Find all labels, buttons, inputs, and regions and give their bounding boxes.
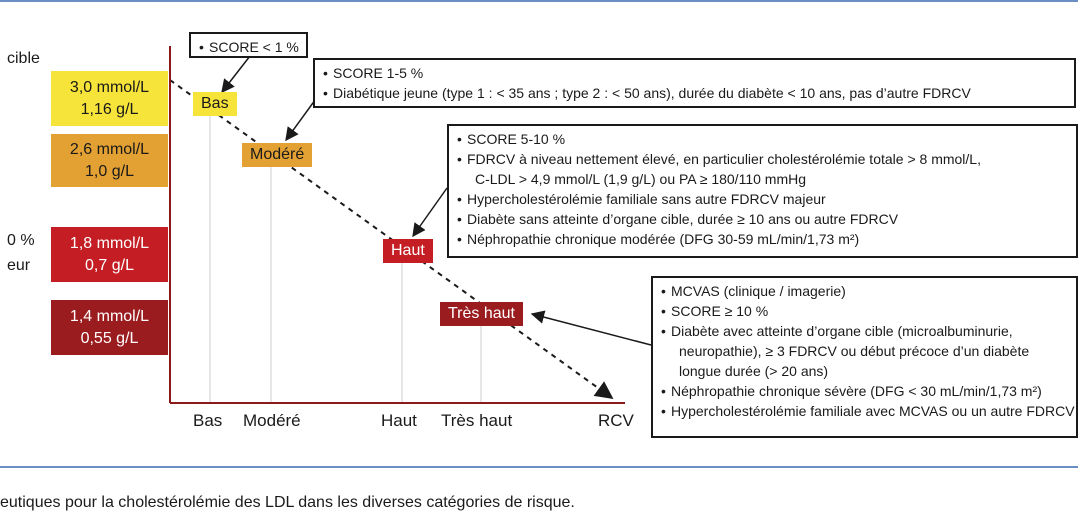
level-label-haut: Haut [383, 239, 433, 263]
callout-modere: SCORE 1-5 % Diabétique jeune (type 1 : <… [313, 58, 1076, 108]
level-label-tres-haut: Très haut [440, 302, 523, 326]
callout-item: Diabète avec atteinte d’organe cible (mi… [661, 321, 1068, 341]
callout-bas: SCORE < 1 % [189, 32, 308, 58]
target-mmol: 1,8 mmol/L [69, 234, 150, 252]
callout-item: Hypercholestérolémie familiale sans autr… [457, 189, 1068, 209]
target-gl: 1,16 g/L [80, 100, 139, 118]
figure-caption: eutiques pour la cholestérolémie des LDL… [0, 494, 575, 511]
callout-item: MCVAS (clinique / imagerie) [661, 281, 1068, 301]
callout-item: FDRCV à niveau nettement élevé, en parti… [457, 149, 1068, 169]
level-label-bas: Bas [193, 92, 237, 116]
callout-item: Néphropathie chronique modérée (DFG 30-5… [457, 229, 1068, 249]
arrow-haut [412, 187, 448, 238]
level-label-modere: Modéré [242, 143, 313, 167]
callout-item: SCORE 5-10 % [457, 129, 1068, 149]
target-gl: 0,55 g/L [80, 329, 139, 347]
bottom-rule [0, 466, 1078, 468]
target-gl: 1,0 g/L [85, 162, 134, 180]
callout-item: Hypercholestérolémie familiale avec MCVA… [661, 401, 1075, 421]
x-axis-label: RCV [598, 411, 634, 430]
callout-item-continued: longue durée (> 20 ans) [679, 363, 829, 379]
x-tick-modere: Modéré [243, 411, 301, 430]
callout-item: SCORE 1-5 % [323, 63, 1066, 83]
side-label-eur: eur [7, 257, 31, 274]
target-mmol: 2,6 mmol/L [69, 140, 150, 158]
side-label-percent: 0 % [7, 232, 35, 249]
x-tick-bas: Bas [193, 411, 223, 430]
target-box-modere: 2,6 mmol/L 1,0 g/L [51, 134, 168, 187]
target-mmol: 1,4 mmol/L [69, 307, 150, 325]
callout-item-continued: C-LDL > 4,9 mmol/L (1,9 g/L) ou PA ≥ 180… [475, 171, 807, 187]
arrow-tres-haut [530, 310, 652, 346]
side-label-cible: cible [7, 50, 40, 67]
callout-item: Néphropathie chronique sévère (DFG < 30 … [661, 381, 1068, 401]
x-tick-haut: Haut [381, 411, 417, 430]
callout-haut: SCORE 5-10 % FDRCV à niveau nettement él… [447, 124, 1078, 258]
arrow-bas [221, 55, 251, 94]
target-box-haut: 1,8 mmol/L 0,7 g/L [51, 227, 168, 282]
callout-item-continued: neuropathie), ≥ 3 FDRCV ou début précoce… [679, 343, 1030, 359]
x-tick-tres-haut: Très haut [441, 411, 513, 430]
top-rule [0, 0, 1078, 2]
callout-item: Diabète sans atteinte d’organe cible, du… [457, 209, 1068, 229]
target-mmol: 3,0 mmol/L [69, 78, 150, 96]
callout-tres-haut: MCVAS (clinique / imagerie) SCORE ≥ 10 %… [651, 276, 1078, 438]
target-box-bas: 3,0 mmol/L 1,16 g/L [51, 71, 168, 126]
target-box-tres-haut: 1,4 mmol/L 0,55 g/L [51, 300, 168, 355]
arrow-modere [285, 95, 319, 142]
callout-item: SCORE ≥ 10 % [661, 301, 1068, 321]
target-gl: 0,7 g/L [85, 256, 134, 274]
callout-item: Diabétique jeune (type 1 : < 35 ans ; ty… [323, 83, 1066, 103]
callout-item: SCORE < 1 % [199, 37, 299, 56]
